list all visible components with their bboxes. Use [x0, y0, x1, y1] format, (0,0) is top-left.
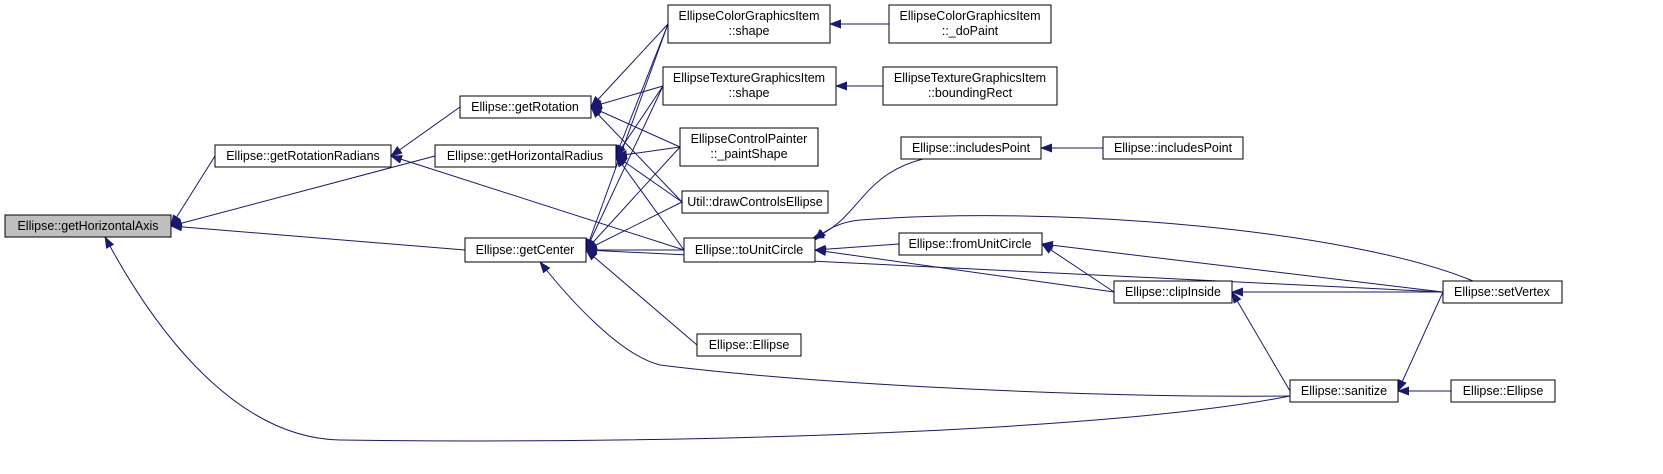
- node-ghaxis-label: Ellipse::getHorizontalAxis: [17, 219, 158, 233]
- edge-sanit-to-clip: [1231, 291, 1291, 392]
- edge-tounit-to-grotrad: [390, 155, 685, 251]
- edge-gcenter-to-ghaxis: [170, 222, 466, 251]
- edge-ecshape-to-gcenter: [585, 23, 669, 251]
- edge-incl1-to-tounit: [812, 158, 924, 239]
- edge-ecpaint-to-gcenter: [585, 146, 681, 251]
- node-ecpaint-line2: ::_paintShape: [710, 147, 787, 161]
- edge-ecshape-to-grot: [590, 23, 669, 108]
- node-ector[interactable]: Ellipse::Ellipse: [696, 333, 802, 357]
- node-incl2-label: Ellipse::includesPoint: [1114, 141, 1233, 155]
- edge-etshape-to-grot: [590, 85, 664, 109]
- node-ector2[interactable]: Ellipse::Ellipse: [1450, 379, 1556, 403]
- edge-setv-to-sanit: [1397, 291, 1444, 392]
- node-tounit-label: Ellipse::toUnitCircle: [695, 243, 803, 257]
- node-ector-label: Ellipse::Ellipse: [709, 338, 790, 352]
- node-ecpaint-line1: EllipseControlPainter: [691, 132, 808, 146]
- node-grotrad-label: Ellipse::getRotationRadians: [226, 149, 380, 163]
- edge-udraw-to-ghrad: [615, 155, 683, 203]
- nodes-layer: Ellipse::getHorizontalAxis Ellipse::getR…: [4, 4, 1563, 403]
- node-ecdo[interactable]: EllipseColorGraphicsItem ::_doPaint: [888, 4, 1052, 44]
- node-gcenter-label: Ellipse::getCenter: [476, 243, 575, 257]
- edge-grotrad-to-ghaxis: [170, 155, 216, 227]
- node-ecdo-line2: ::_doPaint: [942, 24, 999, 38]
- node-clip[interactable]: Ellipse::clipInside: [1113, 280, 1233, 304]
- node-sanit[interactable]: Ellipse::sanitize: [1289, 379, 1399, 403]
- edge-udraw-to-grot: [590, 106, 683, 203]
- node-etshape-line1: EllipseTextureGraphicsItem: [673, 71, 825, 85]
- node-tounit[interactable]: Ellipse::toUnitCircle: [683, 237, 816, 263]
- edge-setv-to-fromunit: [1041, 240, 1444, 293]
- node-ecshape-line1: EllipseColorGraphicsItem: [678, 9, 819, 23]
- node-grotrad[interactable]: Ellipse::getRotationRadians: [214, 144, 392, 168]
- node-ecdo-line1: EllipseColorGraphicsItem: [899, 9, 1040, 23]
- node-setv[interactable]: Ellipse::setVertex: [1442, 280, 1563, 304]
- edge-clip-to-fromunit: [1041, 243, 1115, 293]
- node-incl1-label: Ellipse::includesPoint: [912, 141, 1031, 155]
- node-fromunit-label: Ellipse::fromUnitCircle: [909, 237, 1032, 251]
- node-sanit-label: Ellipse::sanitize: [1301, 384, 1387, 398]
- node-etbound-line2: ::boundingRect: [928, 86, 1013, 100]
- node-etshape[interactable]: EllipseTextureGraphicsItem ::shape: [662, 66, 837, 106]
- edge-ecshape-to-ghrad: [615, 23, 669, 157]
- node-setv-label: Ellipse::setVertex: [1454, 285, 1551, 299]
- node-fromunit[interactable]: Ellipse::fromUnitCircle: [898, 232, 1043, 256]
- edge-tounit-to-ghrad: [615, 155, 685, 251]
- node-udraw-label: Util::drawControlsEllipse: [687, 195, 823, 209]
- node-etbound[interactable]: EllipseTextureGraphicsItem ::boundingRec…: [882, 66, 1058, 106]
- node-incl1[interactable]: Ellipse::includesPoint: [900, 136, 1042, 160]
- node-clip-label: Ellipse::clipInside: [1125, 285, 1221, 299]
- node-etshape-line2: ::shape: [728, 86, 769, 100]
- node-grot-label: Ellipse::getRotation: [471, 100, 579, 114]
- node-ghrad-label: Ellipse::getHorizontalRadius: [447, 149, 603, 163]
- node-ecpaint[interactable]: EllipseControlPainter ::_paintShape: [679, 127, 819, 167]
- edge-ghrad-to-ghaxis: [170, 155, 436, 228]
- node-udraw[interactable]: Util::drawControlsEllipse: [681, 190, 829, 214]
- node-ecshape[interactable]: EllipseColorGraphicsItem ::shape: [667, 4, 831, 44]
- edge-grot-to-grotrad: [390, 106, 461, 157]
- edge-etshape-to-gcenter: [585, 85, 664, 251]
- edge-sanit-to-gcenter: [539, 261, 1291, 397]
- node-gcenter[interactable]: Ellipse::getCenter: [464, 237, 587, 263]
- node-ghaxis[interactable]: Ellipse::getHorizontalAxis: [4, 214, 172, 238]
- edge-fromunit-to-tounit: [814, 243, 900, 254]
- node-etbound-line1: EllipseTextureGraphicsItem: [894, 71, 1046, 85]
- node-ector2-label: Ellipse::Ellipse: [1463, 384, 1544, 398]
- edge-setv-to-tounit: [814, 215, 1474, 282]
- edge-udraw-to-gcenter: [585, 201, 683, 251]
- edge-ecpaint-to-ghrad: [615, 146, 681, 159]
- edge-sanit-to-ghaxis: [104, 236, 1291, 442]
- edge-ector-to-gcenter: [585, 249, 698, 346]
- node-grot[interactable]: Ellipse::getRotation: [459, 95, 592, 119]
- node-incl2[interactable]: Ellipse::includesPoint: [1102, 136, 1244, 160]
- node-ghrad[interactable]: Ellipse::getHorizontalRadius: [434, 144, 617, 168]
- node-ecshape-line2: ::shape: [728, 24, 769, 38]
- edge-clip-to-tounit: [814, 247, 1115, 293]
